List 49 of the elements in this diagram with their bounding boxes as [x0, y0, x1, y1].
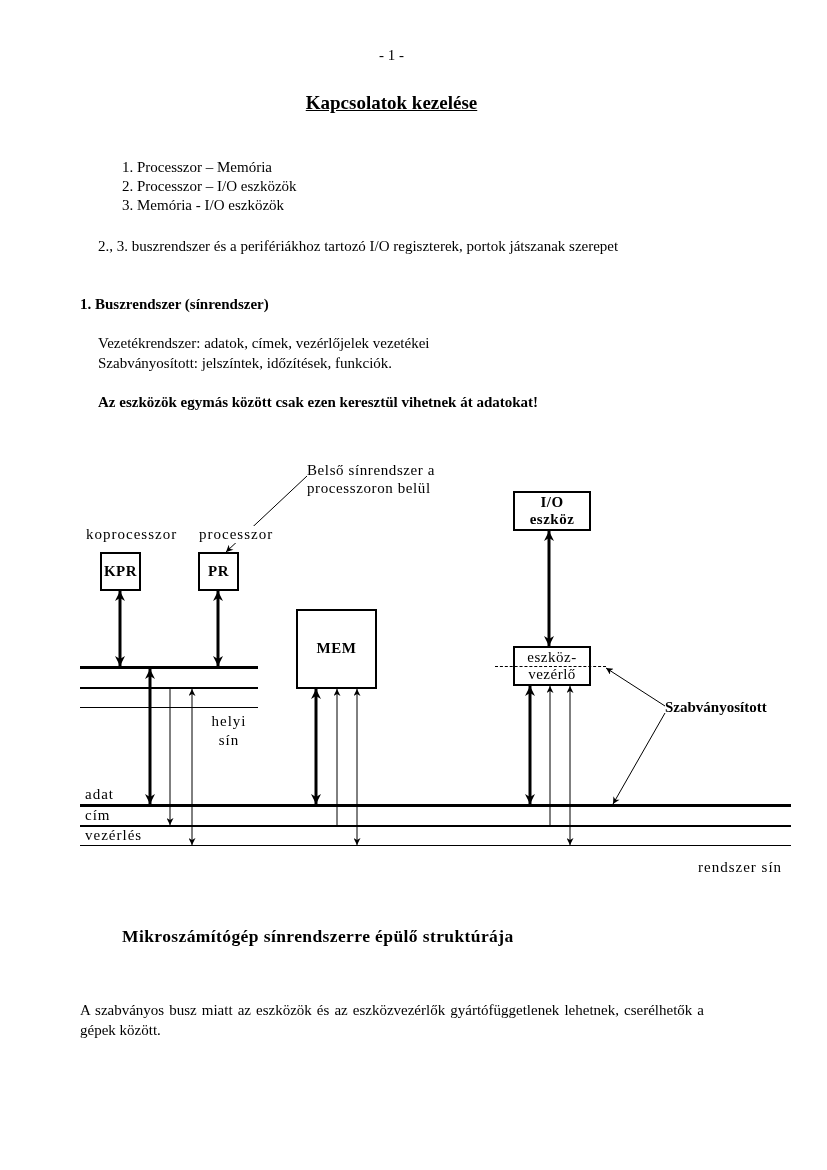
arrow — [166, 688, 174, 826]
arrow — [311, 689, 321, 804]
paragraph: Vezetékrendszer: adatok, címek, vezérlőjelek vezetékei — [98, 335, 430, 352]
bold-statement: Az eszközök egymás között csak ezen keresztül vihetnek át adatokat! — [98, 394, 539, 411]
arrow — [115, 591, 125, 666]
bus-label: helyi sín — [210, 712, 248, 750]
paragraph: Szabványosított: jelszíntek, időzítések, funkciók. — [98, 355, 393, 372]
arrow — [145, 669, 155, 804]
arrow — [353, 688, 361, 846]
component-box — [513, 646, 591, 686]
leader-arrow — [612, 712, 666, 805]
box-label: eszköz- vezérlő — [526, 648, 578, 684]
bus-label: rendszer sín — [698, 859, 783, 876]
section-heading: 1. Buszrendszer (sínrendszer) — [80, 296, 269, 313]
box-label: KPR — [103, 562, 138, 581]
component-box — [296, 609, 377, 689]
annotation-text: Szabványosított — [665, 699, 797, 719]
box-label: I/O eszköz — [528, 493, 576, 529]
arrow — [213, 591, 223, 666]
paragraph: A szabványos busz miatt az eszközök és az eszközvezérlők gyártófüggetlenek lehetnek, cserélhetők a gépek között. — [80, 1001, 704, 1040]
leader-arrow — [605, 667, 666, 707]
bus-line — [80, 707, 258, 708]
box-label: PR — [208, 562, 229, 581]
bus-line — [80, 666, 258, 669]
page-title: Kapcsolatok kezelése — [304, 92, 479, 114]
arrow — [566, 685, 574, 846]
bus-line — [80, 845, 791, 846]
list-item: 3. Memória - I/O eszközök — [122, 197, 285, 214]
arrow — [544, 531, 554, 646]
component-box — [100, 552, 141, 591]
component-box — [513, 491, 591, 531]
annotation-text: Belső sínrendszer a processzoron belül — [307, 461, 457, 501]
arrow — [525, 686, 535, 804]
component-box — [198, 552, 239, 591]
page-number: - 1 - — [378, 47, 405, 64]
list-item: 2. Processzor – I/O eszközök — [122, 178, 297, 195]
arrow — [333, 688, 341, 826]
figure-caption: Mikroszámítógép sínrendszerre épülő struktúrája — [122, 926, 514, 947]
list-item: 1. Processzor – Memória — [122, 159, 272, 176]
component-caption: koprocesszor — [86, 526, 178, 543]
box-label: MEM — [316, 640, 357, 658]
arrow — [188, 688, 196, 846]
bus-line — [80, 804, 791, 807]
bus-line — [80, 687, 258, 689]
arrow — [546, 685, 554, 826]
component-caption: processzor — [199, 526, 274, 543]
paragraph: 2., 3. buszrendszer és a perifériákhoz tartozó I/O regiszterek, portok játszanak szerepet — [98, 238, 619, 255]
bus-line — [80, 825, 791, 827]
dashed-interface-line — [495, 666, 606, 667]
